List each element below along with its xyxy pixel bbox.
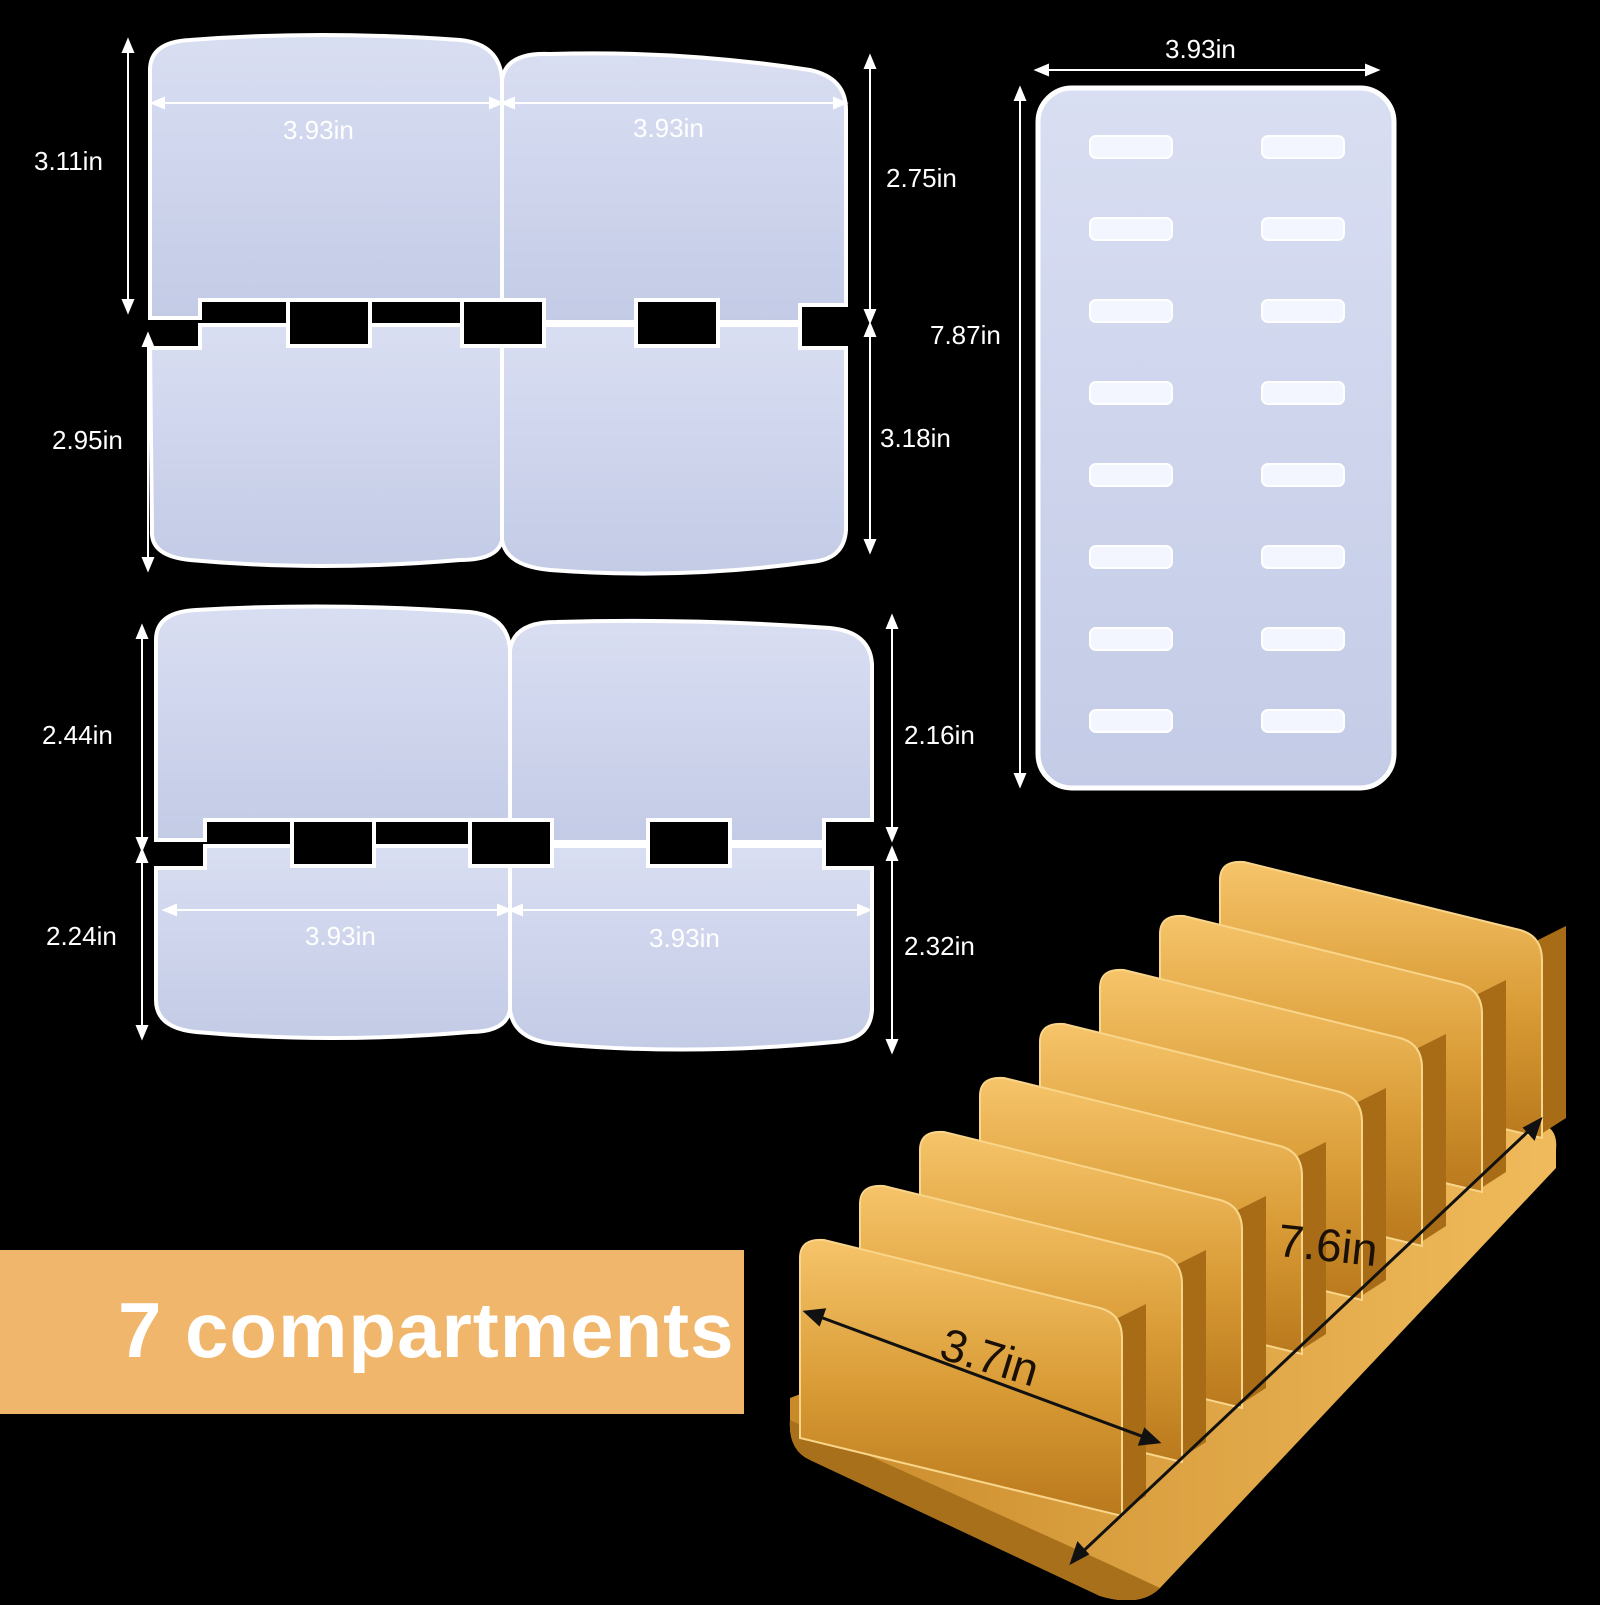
base-mold bbox=[1035, 85, 1397, 791]
top-left-upper-height-label: 3.11in bbox=[34, 146, 103, 176]
base-mold-slot bbox=[1261, 463, 1345, 487]
bottom-right-upper-height-label: 2.16in bbox=[904, 720, 975, 750]
bottom-left-width-label: 3.93in bbox=[305, 921, 376, 951]
organizer-length-label: 7.6in bbox=[1275, 1213, 1381, 1277]
base-mold-slot bbox=[1089, 709, 1173, 733]
base-mold-slots bbox=[1089, 135, 1345, 733]
organizer-dividers bbox=[799, 860, 1566, 1518]
bottom-left-lower-panel bbox=[154, 844, 512, 1040]
gold-organizer bbox=[789, 860, 1566, 1601]
compartments-banner-text: 7 compartments bbox=[118, 1286, 735, 1374]
top-right-lower-panel bbox=[500, 323, 848, 576]
base-mold-width-label: 3.93in bbox=[1165, 34, 1236, 64]
base-mold-slot bbox=[1089, 545, 1173, 569]
bottom-mold-pair bbox=[154, 604, 874, 1052]
top-right-upper-height-label: 2.75in bbox=[886, 163, 957, 193]
base-mold-slot bbox=[1261, 709, 1345, 733]
top-left-width-label: 3.93in bbox=[283, 115, 354, 145]
top-left-lower-panel bbox=[147, 323, 504, 568]
base-mold-height-label: 7.87in bbox=[930, 320, 1001, 350]
compartments-banner bbox=[0, 1250, 744, 1414]
bottom-left-upper-height-label: 2.44in bbox=[42, 720, 113, 750]
top-mold-pair bbox=[147, 33, 848, 576]
base-mold-slot bbox=[1089, 463, 1173, 487]
bottom-right-width-label: 3.93in bbox=[649, 923, 720, 953]
bottom-left-lower-height-label: 2.24in bbox=[46, 921, 117, 951]
base-mold-slot bbox=[1261, 217, 1345, 241]
base-mold-slot bbox=[1261, 381, 1345, 405]
bottom-left-upper-panel bbox=[154, 604, 512, 842]
top-right-lower-height-label: 3.18in bbox=[880, 423, 951, 453]
dimension-lines bbox=[121, 37, 1381, 1055]
top-mold-slot bbox=[634, 298, 720, 348]
top-mold-slot bbox=[460, 298, 546, 348]
base-mold-slot bbox=[1261, 627, 1345, 651]
bottom-right-lower-panel bbox=[508, 844, 874, 1052]
base-mold-slot bbox=[1261, 299, 1345, 323]
base-mold-slot bbox=[1089, 217, 1173, 241]
base-mold-slot bbox=[1261, 545, 1345, 569]
bottom-right-upper-panel bbox=[508, 618, 874, 844]
bottom-right-lower-height-label: 2.32in bbox=[904, 931, 975, 961]
top-right-width-label: 3.93in bbox=[633, 113, 704, 143]
top-mold-slot bbox=[286, 298, 372, 348]
organizer-dimension-lines bbox=[802, 1116, 1543, 1566]
bottom-mold-slot bbox=[646, 818, 732, 868]
base-mold-slot bbox=[1089, 299, 1173, 323]
top-left-lower-height-label: 2.95in bbox=[52, 425, 123, 455]
base-mold-slot bbox=[1261, 135, 1345, 159]
bottom-mold-slot bbox=[468, 818, 554, 868]
top-right-upper-panel bbox=[500, 51, 848, 324]
bottom-mold-slot bbox=[290, 818, 376, 868]
organizer-divider bbox=[799, 1238, 1146, 1518]
base-mold-slot bbox=[1089, 381, 1173, 405]
base-mold-slot bbox=[1089, 135, 1173, 159]
top-left-upper-panel bbox=[148, 33, 504, 320]
base-mold-slot bbox=[1089, 627, 1173, 651]
